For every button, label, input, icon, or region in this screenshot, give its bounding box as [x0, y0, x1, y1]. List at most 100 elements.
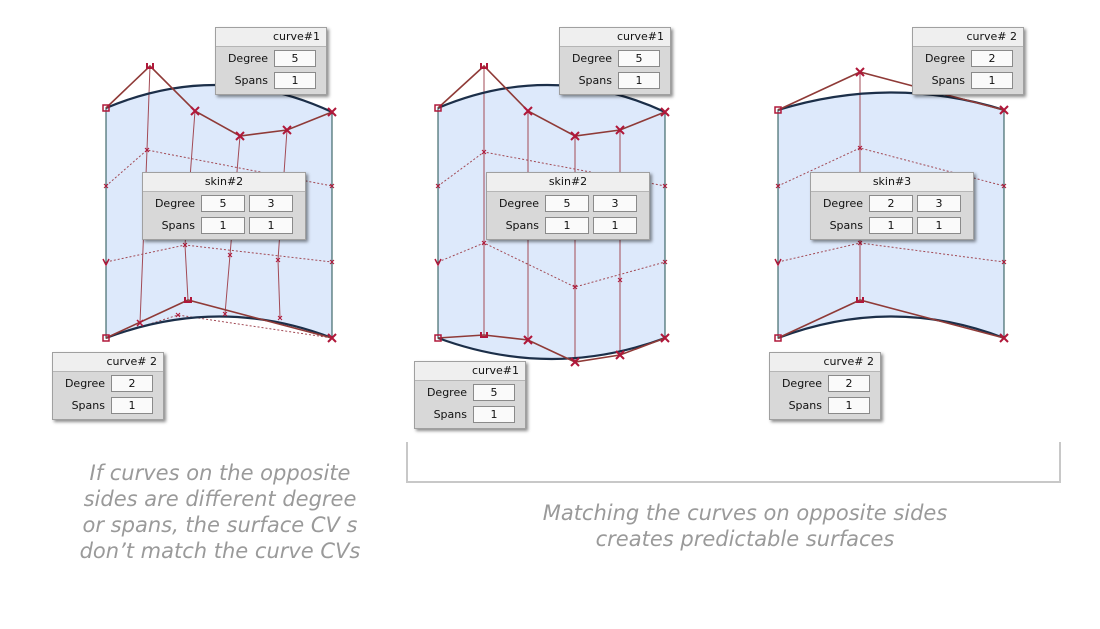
cv-cross-marker [136, 319, 144, 327]
isoparm-cv-marker [435, 183, 441, 189]
degree-field[interactable]: 2 [828, 374, 870, 392]
cv-cross-marker [327, 107, 337, 117]
degree-row: Degree 2 [913, 47, 1023, 69]
spans-field[interactable]: 1 [828, 396, 870, 414]
degree-u-field[interactable]: 5 [201, 194, 245, 212]
cv-stroke [327, 107, 337, 117]
degree-row: Degree 5 [560, 47, 670, 69]
isoparm-cv-marker [144, 147, 150, 153]
degree-field[interactable]: 2 [111, 374, 153, 392]
panel-title: skin#2 [487, 173, 649, 192]
spans-u-field[interactable]: 1 [869, 216, 913, 234]
degree-v-field[interactable]: 3 [917, 194, 961, 212]
cv-stroke [855, 67, 865, 77]
spans-row: Spans 1 [560, 69, 670, 91]
caption-line: Matching the curves on opposite sides [542, 501, 948, 525]
isoparm-cv-marker [662, 183, 668, 189]
cv-square-marker [774, 334, 782, 342]
cv-cross-marker [235, 131, 245, 141]
degree-label: Degree [781, 376, 822, 390]
spans-v-field[interactable]: 1 [917, 216, 961, 234]
cv-u-marker [480, 63, 488, 69]
degree-field[interactable]: 5 [274, 49, 316, 67]
curve2-attributes-panel-right-top: curve# 2 Degree 2 Spans 1 [912, 27, 1024, 95]
spans-row: Spans 1 [216, 69, 326, 91]
spans-row: Spans 1 [53, 394, 163, 416]
panel-title: curve# 2 [913, 28, 1023, 47]
degree-label: Degree [822, 196, 863, 210]
spans-label: Spans [71, 398, 105, 412]
cv-u-marker [184, 297, 192, 303]
panel-title: skin#2 [143, 173, 305, 192]
hull-line [437, 64, 666, 137]
isoparm-cv-marker [329, 183, 335, 189]
panel-title: curve#1 [415, 362, 525, 381]
degree-label: Degree [154, 196, 195, 210]
cv-stroke [277, 315, 283, 321]
panel-title: curve# 2 [770, 353, 880, 372]
spans-field[interactable]: 1 [618, 71, 660, 89]
hull-line [437, 334, 666, 363]
spans-field[interactable]: 1 [111, 396, 153, 414]
spans-field[interactable]: 1 [274, 71, 316, 89]
cv-stroke [775, 183, 781, 189]
isoparm-cv-marker [857, 145, 863, 151]
cv-stroke [660, 107, 670, 117]
spans-label: Spans [234, 73, 268, 87]
cv-cross-marker [190, 106, 200, 116]
spans-u-field[interactable]: 1 [201, 216, 245, 234]
degree-field[interactable]: 2 [971, 49, 1013, 67]
cv-cross-marker [570, 357, 580, 367]
bracket-line [406, 442, 1061, 483]
edge-curve [437, 83, 666, 113]
cv-v-marker [102, 258, 110, 267]
degree-u-field[interactable]: 2 [869, 194, 913, 212]
cv-stroke [275, 257, 281, 263]
degree-label: Degree [571, 51, 612, 65]
degree-u-field[interactable]: 5 [545, 194, 589, 212]
cv-cross-marker [523, 335, 533, 345]
hull-line [105, 299, 333, 339]
isoparm-cv-marker [175, 312, 181, 318]
isoparm-cv-marker [222, 311, 228, 317]
degree-v-field[interactable]: 3 [249, 194, 293, 212]
cv-cross-marker [855, 67, 865, 77]
spans-label: Spans [829, 218, 863, 232]
isoparm-cv-marker [329, 259, 335, 265]
isoparm-cv-marker [617, 277, 623, 283]
cv-cross-marker [999, 105, 1009, 115]
degree-v-field[interactable]: 3 [593, 194, 637, 212]
cv-stroke [329, 183, 335, 189]
degree-field[interactable]: 5 [618, 49, 660, 67]
degree-field[interactable]: 5 [473, 383, 515, 401]
cv-stroke [190, 106, 200, 116]
cv-cross-marker [282, 125, 292, 135]
spans-v-field[interactable]: 1 [249, 216, 293, 234]
cv-stroke [175, 312, 181, 318]
spans-label: Spans [578, 73, 612, 87]
curve1-attributes-panel-middle: curve#1 Degree 5 Spans 1 [559, 27, 671, 95]
curve2-attributes-panel-left: curve# 2 Degree 2 Spans 1 [52, 352, 164, 420]
caption-line: If curves on the opposite [89, 461, 351, 485]
cv-v-marker [434, 258, 442, 267]
isoparm-cv-marker [227, 252, 233, 258]
spans-row: Spans 1 1 [811, 214, 973, 236]
isoparm-cv-marker [275, 257, 281, 263]
caption-line: sides are different degree [83, 487, 357, 511]
cv-stroke [615, 350, 625, 360]
cv-square-marker [434, 104, 442, 112]
degree-row: Degree 2 [53, 372, 163, 394]
spans-v-field[interactable]: 1 [593, 216, 637, 234]
spans-field[interactable]: 1 [971, 71, 1013, 89]
spans-row: Spans 1 1 [143, 214, 305, 236]
edge-curve [437, 336, 666, 361]
cv-v-marker [774, 258, 782, 267]
spans-field[interactable]: 1 [473, 405, 515, 423]
curve1-attributes-panel-middle-bottom: curve#1 Degree 5 Spans 1 [414, 361, 526, 429]
spans-row: Spans 1 [770, 394, 880, 416]
cv-u-marker [856, 297, 864, 303]
cv-stroke [857, 240, 863, 246]
skin2-attributes-panel-left: skin#2 Degree 5 3 Spans 1 1 [142, 172, 306, 240]
panel-title: curve#1 [560, 28, 670, 47]
spans-u-field[interactable]: 1 [545, 216, 589, 234]
